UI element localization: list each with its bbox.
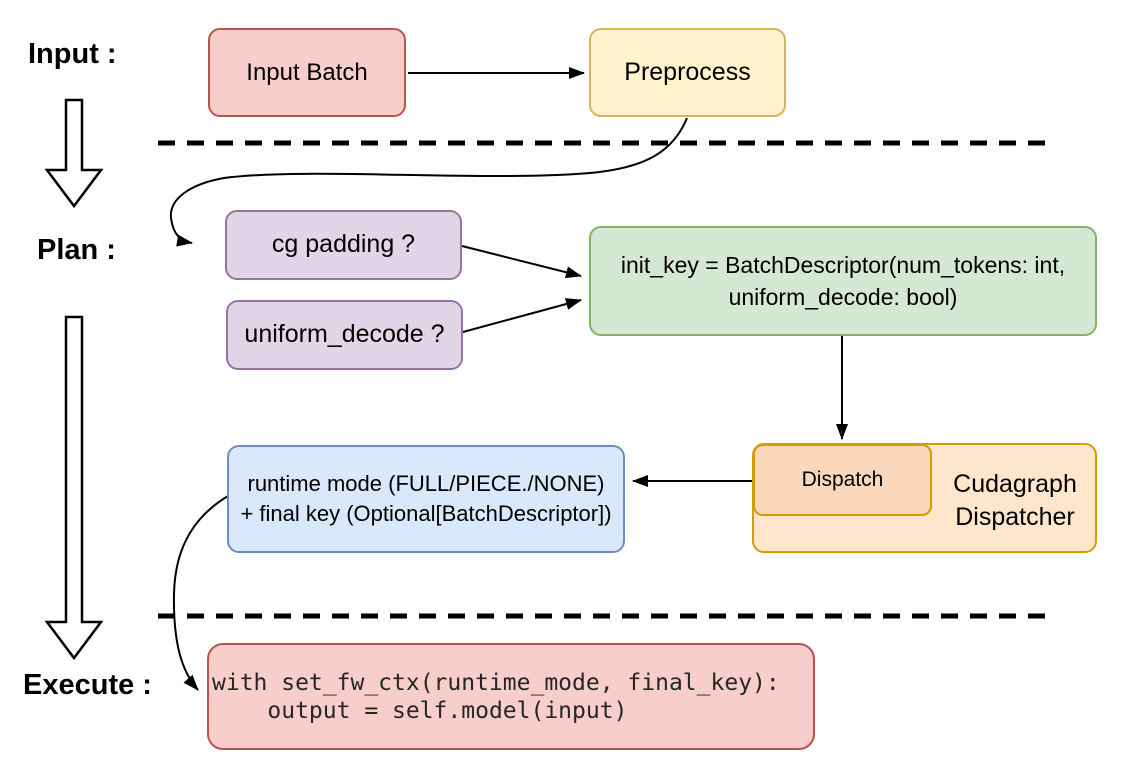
curve-preprocess-to-cg-padding [169, 117, 688, 247]
node-execute-code: with set_fw_ctx(runtime_mode, final_key)… [207, 643, 815, 750]
node-input-batch: Input Batch [208, 28, 406, 117]
node-preprocess-label: Preprocess [624, 57, 751, 86]
node-runtime-mode-line2: + final key (Optional[BatchDescriptor]) [240, 501, 612, 526]
arrow-uniform-decode-to-init-key [462, 298, 582, 333]
node-cg-padding: cg padding ? [225, 210, 462, 280]
node-dispatch-label: Dispatch [801, 467, 884, 491]
cudagraph-label-line2: Dispatcher [955, 503, 1075, 531]
stage-label-input: Input : [28, 38, 117, 70]
curve-runtime-mode-to-execute-code [172, 495, 229, 691]
node-cg-padding-label: cg padding ? [271, 230, 416, 259]
execute-code-line1: with set_fw_ctx(runtime_mode, final_key)… [212, 669, 780, 696]
node-runtime-mode-line1: runtime mode (FULL/PIECE./NONE) [247, 471, 605, 496]
node-init-key-line1: init_key = BatchDescriptor(num_tokens: i… [620, 252, 1066, 278]
node-init-key: init_key = BatchDescriptor(num_tokens: i… [589, 226, 1097, 336]
cudagraph-label-line1: Cudagraph [953, 470, 1077, 498]
arrow-cg-padding-to-init-key [461, 245, 582, 279]
node-cudagraph-dispatcher-label: Cudagraph Dispatcher [935, 468, 1095, 534]
node-uniform-decode-label: uniform_decode ? [244, 320, 445, 349]
stage-label-execute: Execute : [23, 669, 152, 701]
node-input-batch-label: Input Batch [246, 58, 368, 86]
plan-stage-down-arrow [44, 315, 104, 661]
node-dispatch: Dispatch [753, 444, 932, 516]
stage-label-plan: Plan : [37, 234, 116, 266]
node-preprocess: Preprocess [589, 28, 786, 117]
execute-code-line2: output = self.model(input) [212, 697, 628, 724]
node-runtime-mode: runtime mode (FULL/PIECE./NONE) + final … [227, 445, 625, 553]
node-uniform-decode: uniform_decode ? [226, 300, 463, 370]
node-init-key-line2: uniform_decode: bool) [728, 284, 958, 310]
input-stage-down-arrow [44, 98, 104, 209]
